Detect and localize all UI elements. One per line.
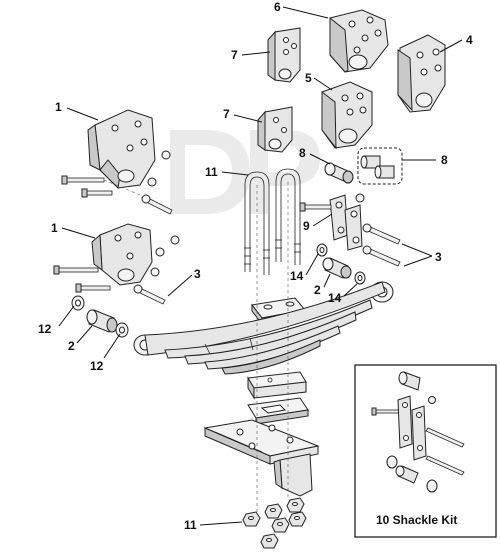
leaf-spring (133, 281, 394, 375)
alignment-lines (103, 179, 289, 512)
inset-bolts-right (425, 396, 465, 476)
callout-5: 5 (305, 71, 312, 85)
shackle-bolt-3a (362, 223, 401, 245)
washer-14-right-upper (316, 243, 328, 257)
u-bolt-11-left (244, 171, 270, 275)
bushing-2-right (322, 257, 352, 279)
callout-1-lower: 1 (51, 221, 58, 235)
bushing-kit-8-dashed (357, 147, 403, 185)
hanger-bracket-4 (397, 34, 446, 113)
hanger-bolt-upper-2 (81, 188, 113, 198)
callout-14-lower: 14 (328, 291, 342, 305)
callout-8-right: 8 (441, 153, 448, 167)
inset-bushing (398, 371, 421, 391)
callout-7-lower: 7 (223, 107, 230, 121)
callout-2-right: 2 (314, 283, 321, 297)
leader-lines (58, 6, 463, 526)
callout-labels: 6 4 7 5 7 1 8 8 11 9 1 3 3 14 2 14 12 2 … (38, 0, 473, 532)
spacer-block (247, 371, 307, 400)
shackle-bracket-7-lower (257, 106, 293, 153)
callout-8-left: 8 (299, 146, 306, 160)
bushing-2-left (86, 309, 118, 333)
shackle-kit-caption: 10 Shackle Kit (376, 513, 457, 527)
u-bolt-11-right (275, 168, 301, 265)
callout-1-upper: 1 (55, 100, 62, 114)
callout-12-upper: 12 (38, 322, 52, 336)
front-hanger-1-lower (91, 223, 180, 286)
hanger-bolt-lower-3 (133, 284, 166, 305)
washer-12-left-lower (115, 322, 129, 338)
shackle-bracket-7-upper (267, 27, 301, 83)
front-hanger-1-upper (87, 109, 171, 190)
shackle-bolt-upper (299, 193, 365, 212)
u-bolt-bottom-plate (203, 419, 320, 497)
callout-12-lower: 12 (90, 359, 104, 373)
u-bolt-nuts-11 (242, 497, 307, 549)
callout-9: 9 (303, 219, 310, 233)
callout-2-left: 2 (68, 339, 75, 353)
watermark-logo (170, 130, 320, 214)
callout-7-upper: 7 (231, 48, 238, 62)
axle-wedge-plate (247, 397, 309, 425)
callout-3-left: 3 (194, 267, 201, 281)
shackle-bolt-3b (362, 245, 401, 267)
hanger-bolt-lower-1 (53, 265, 99, 275)
hanger-bolt-upper-1 (61, 175, 105, 185)
callout-6: 6 (274, 0, 281, 14)
callout-11-bottom: 11 (184, 518, 197, 532)
hanger-bracket-6 (329, 9, 389, 73)
callout-11-top: 11 (205, 165, 218, 179)
callout-4: 4 (466, 33, 473, 47)
hanger-bracket-5 (321, 81, 373, 150)
hanger-bolt-upper-3 (141, 194, 173, 215)
inset-shackle-plates (397, 395, 427, 461)
inset-washers-bushing (386, 455, 438, 493)
shackle-kit-inset (354, 364, 497, 538)
hanger-bolt-lower-2 (75, 283, 111, 293)
washer-12-left-upper (71, 295, 85, 311)
callout-3-right: 3 (435, 250, 442, 264)
shackle-plate-9 (329, 194, 363, 251)
washer-14-right-lower (354, 271, 366, 285)
bushing-8 (324, 162, 354, 184)
callout-14-upper: 14 (290, 269, 304, 283)
